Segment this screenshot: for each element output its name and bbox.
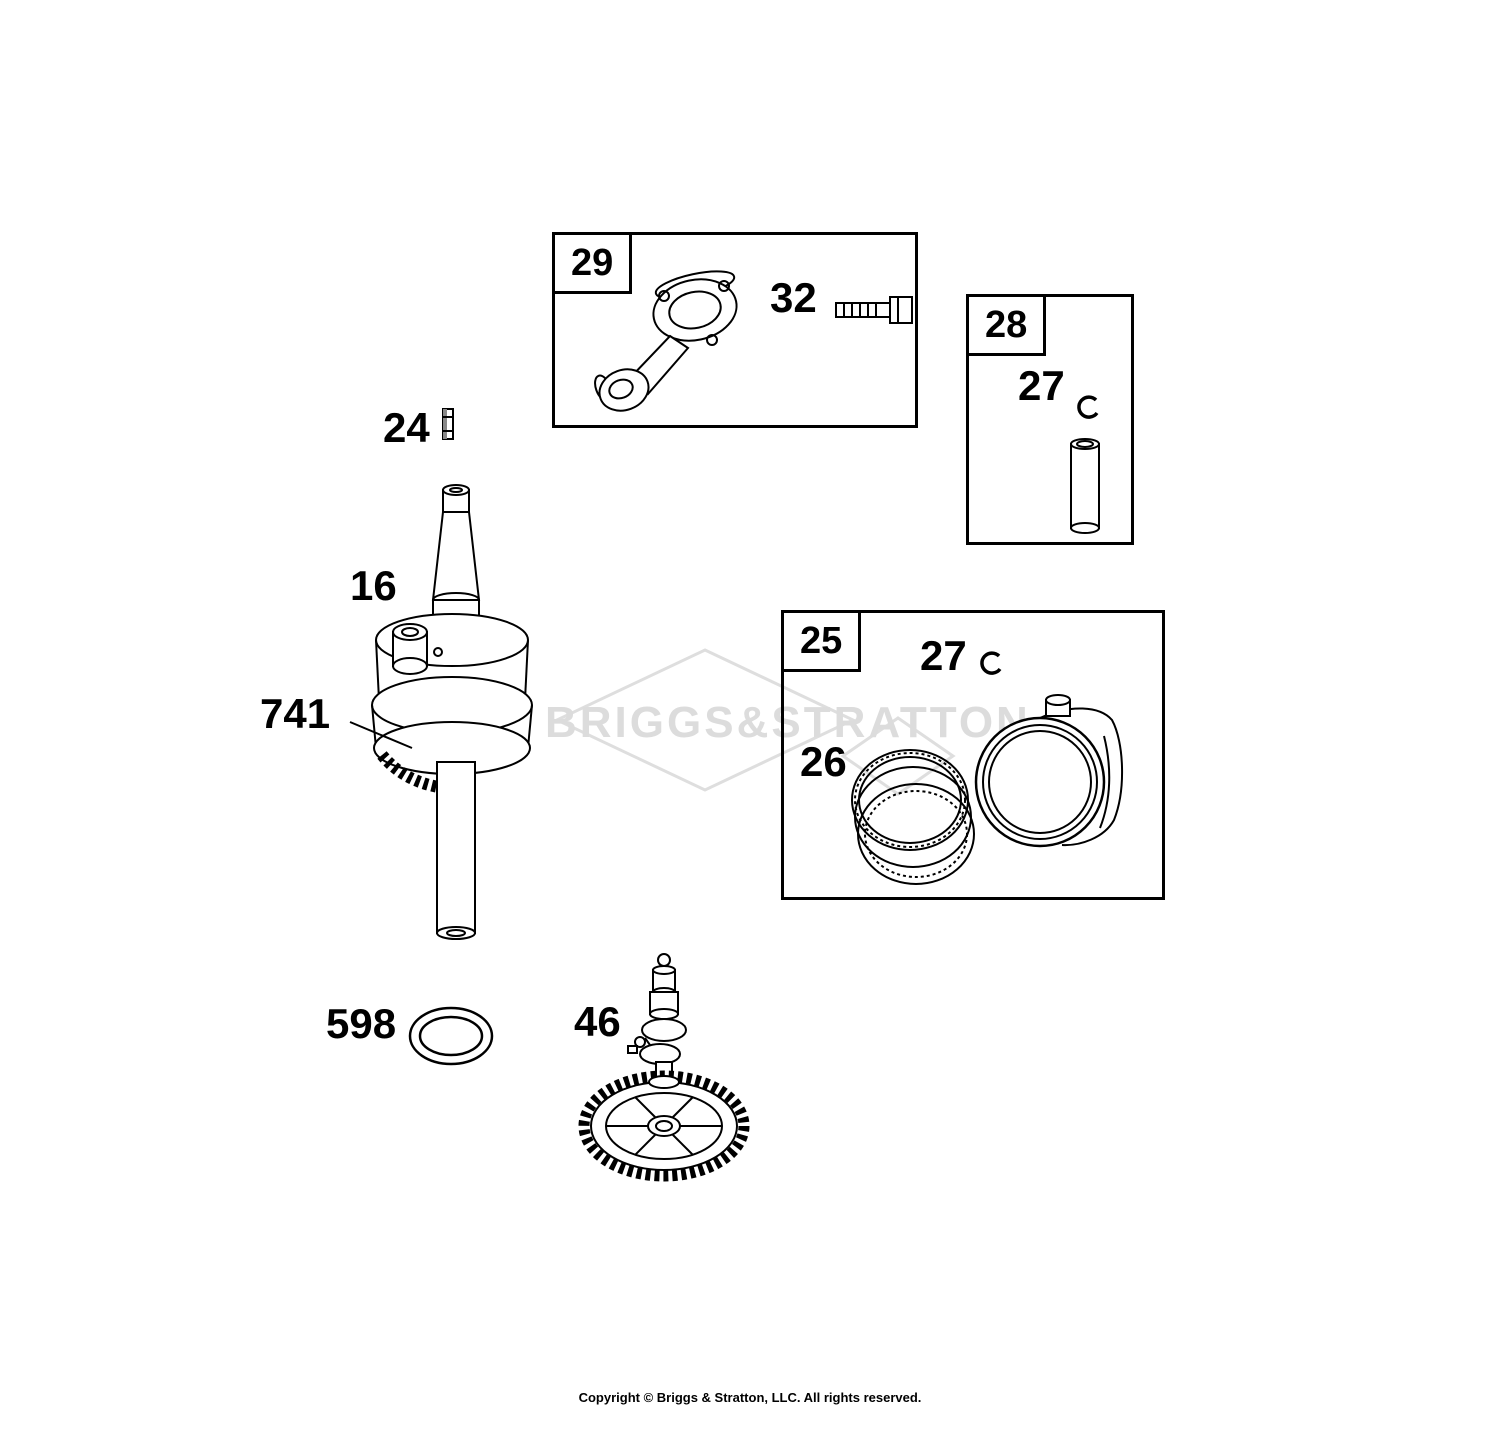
piston-rings-drawing [851,749,975,885]
rod-bolt-drawing [835,296,913,324]
piston-clip-drawing [980,651,1002,675]
pin-retainer-clip-drawing [1077,395,1099,419]
callout-29: 29 [552,232,633,294]
group-box-29: 29 [552,232,918,428]
piston-pin-drawing [1070,438,1100,534]
copyright-notice: Copyright © Briggs & Stratton, LLC. All … [578,1390,922,1405]
callout-27-piston: 27 [920,632,967,679]
callout-26: 26 [800,738,847,785]
crankshaft-key-drawing [442,408,454,440]
callout-25: 25 [781,610,862,672]
callout-27-pin: 27 [1018,362,1065,409]
callout-32: 32 [770,274,817,321]
connecting-rod-drawing [594,270,738,412]
watermark-text: BRIGGS&STRATTON [545,698,1031,747]
crankshaft-drawing [371,484,533,940]
callout-24: 24 [383,404,430,451]
callout-741: 741 [260,690,331,737]
callout-741-leader-line [349,721,413,749]
camshaft-drawing [578,953,750,1182]
piston-drawing [974,694,1124,848]
callout-598: 598 [326,1000,397,1047]
group-box-28: 28 [966,294,1134,545]
callout-46: 46 [574,998,621,1045]
callout-28: 28 [966,294,1047,356]
group-box-25: 25 [781,610,1165,900]
o-ring-drawing [408,1006,494,1066]
callout-16: 16 [350,562,397,609]
